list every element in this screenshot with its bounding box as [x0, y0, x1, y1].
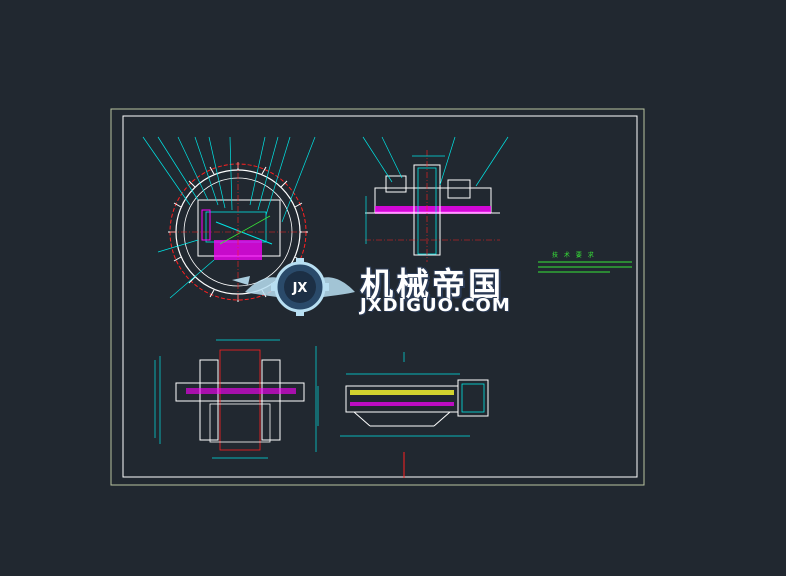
sheet-inner-border — [122, 115, 638, 478]
section-view — [317, 352, 489, 478]
watermark-title: 机械帝国 — [360, 265, 504, 304]
watermark-domain: JXDIGUO.COM — [360, 295, 511, 316]
technical-notes-title: 技 术 要 求 — [552, 252, 596, 259]
gear-wings-logo — [232, 258, 355, 316]
plan-view — [154, 339, 317, 459]
technical-notes — [538, 261, 632, 273]
sheet-outer-border — [110, 108, 645, 486]
emblem-text: JX — [292, 281, 308, 296]
side-view — [362, 136, 509, 262]
